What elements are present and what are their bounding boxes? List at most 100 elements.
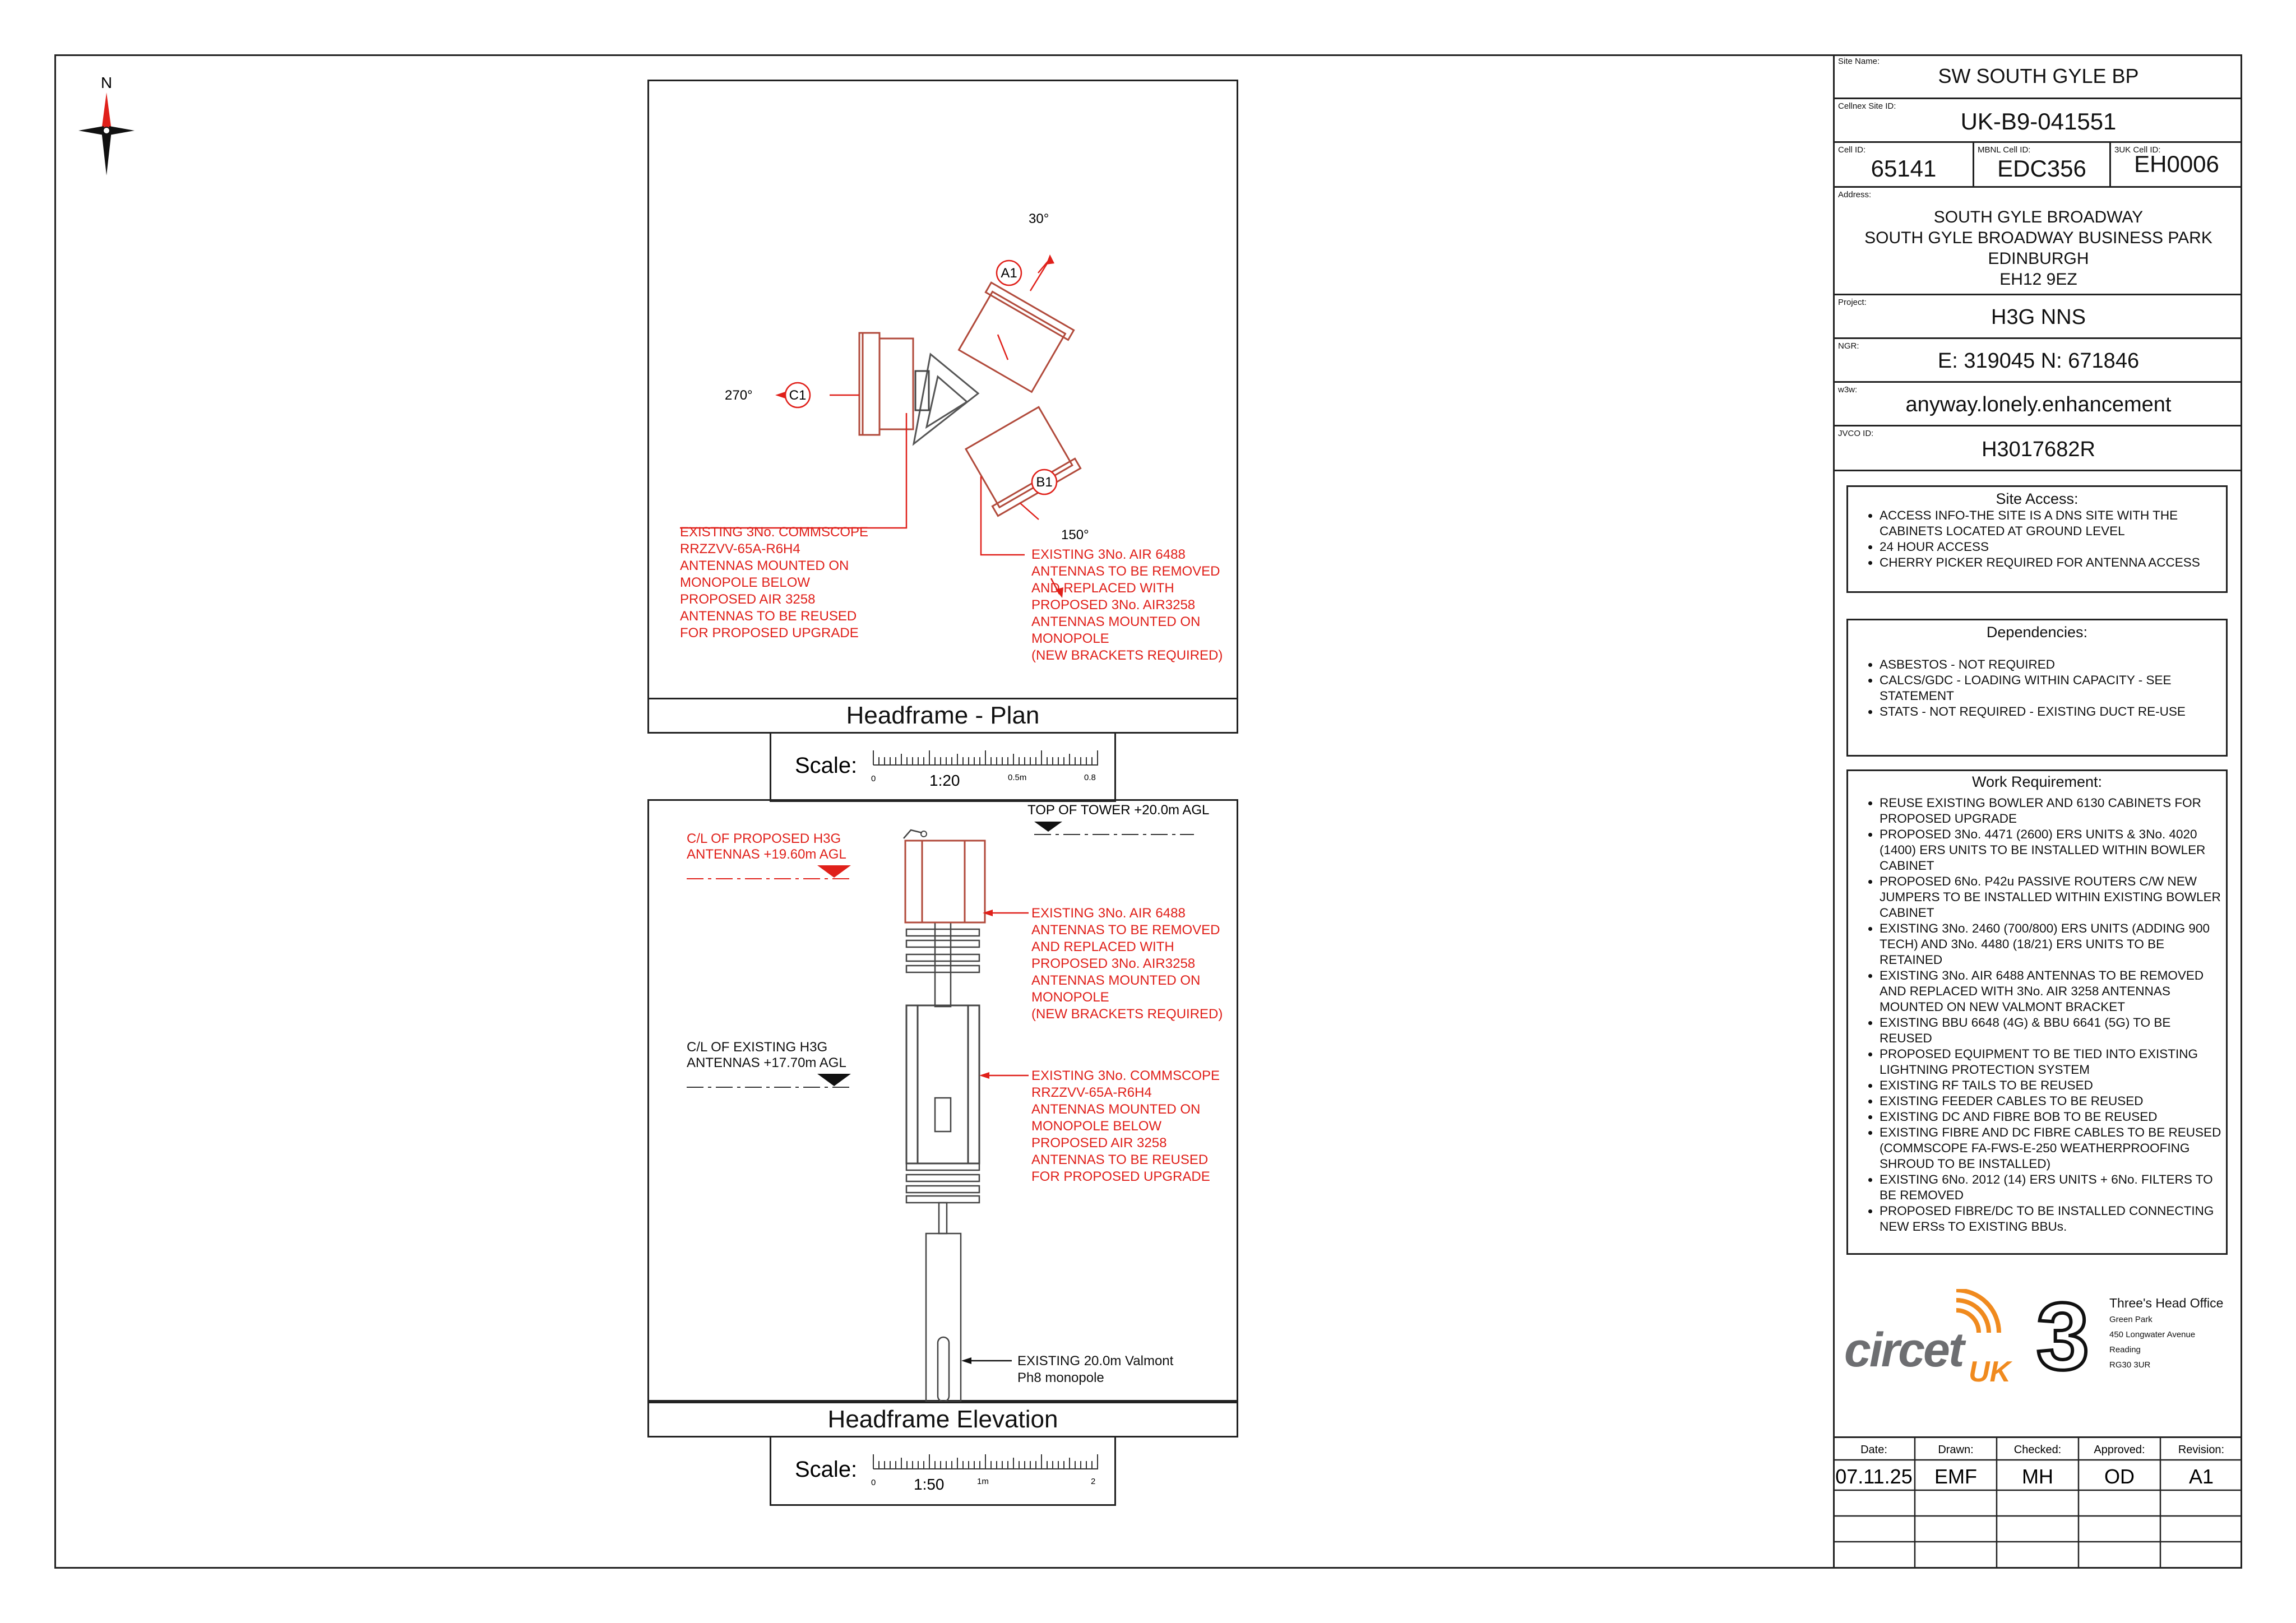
list-item: EXISTING 3No. 2460 (700/800) ERS UNITS (… — [1880, 921, 2226, 968]
svg-text:FOR PROPOSED UPGRADE: FOR PROPOSED UPGRADE — [1031, 1169, 1210, 1184]
rev-revision: A1 — [2189, 1465, 2214, 1488]
head-office-address: Three's Head Office Green Park 450 Longw… — [2109, 1296, 2224, 1370]
list-item: ACCESS INFO-THE SITE IS A DNS SITE WITH … — [1880, 508, 2226, 539]
list-item: CALCS/GDC - LOADING WITHIN CAPACITY - SE… — [1880, 673, 2226, 704]
cell-id-row: Cell ID: 65141 MBNL Cell ID: EDC356 3UK … — [1835, 143, 2242, 188]
bearing-c1: 270° — [725, 388, 753, 403]
list-item: EXISTING 3No. AIR 6488 ANTENNAS TO BE RE… — [1880, 968, 2226, 1015]
list-item: STATS - NOT REQUIRED - EXISTING DUCT RE-… — [1880, 704, 2226, 720]
svg-text:Revision:: Revision: — [2178, 1444, 2224, 1456]
svg-text:Date:: Date: — [1860, 1444, 1887, 1456]
revision-table — [1833, 1436, 2242, 1569]
cell-id: 65141 — [1871, 155, 1937, 182]
site-name: SW SOUTH GYLE BP — [1938, 64, 2139, 87]
jvco-id: H3017682R — [1982, 438, 2095, 461]
bearing-a1: 30° — [1029, 211, 1049, 226]
plan-scale-box — [770, 734, 1116, 802]
list-item: EXISTING FIBRE AND DC FIBRE CABLES TO BE… — [1880, 1125, 2226, 1172]
bearing-b1: 150° — [1061, 527, 1089, 542]
svg-text:RRZZVV-65A-R6H4: RRZZVV-65A-R6H4 — [1031, 1085, 1152, 1100]
address: SOUTH GYLE BROADWAY SOUTH GYLE BROADWAY … — [1864, 208, 2212, 289]
list-item: EXISTING 6No. 2012 (14) ERS UNITS + 6No.… — [1880, 1172, 2226, 1203]
rev-date: 07.11.25 — [1835, 1465, 1912, 1488]
svg-text:ANTENNAS MOUNTED ON: ANTENNAS MOUNTED ON — [680, 558, 849, 573]
ngr-cell: NGR: E: 319045 N: 671846 — [1835, 339, 2242, 383]
project-cell: Project: H3G NNS — [1835, 295, 2242, 339]
work-requirement-title: Work Requirement: — [1971, 773, 2103, 790]
elevation-note-monopole: EXISTING 20.0m Valmont Ph8 monopole — [1017, 1353, 1174, 1385]
drawing-frame — [54, 54, 2242, 1569]
svg-text:ANTENNAS +19.60m AGL: ANTENNAS +19.60m AGL — [687, 847, 846, 862]
svg-text:AND REPLACED WITH: AND REPLACED WITH — [1031, 581, 1174, 596]
dependencies-title: Dependencies: — [1986, 624, 2088, 641]
existing-cl-label: C/L OF EXISTING H3G ANTENNAS +17.70m AGL — [687, 1040, 846, 1070]
elevation-note-commscope: EXISTING 3No. COMMSCOPE RRZZVV-65A-R6H4 … — [1031, 1068, 1220, 1184]
svg-text:MONOPOLE BELOW: MONOPOLE BELOW — [680, 575, 810, 590]
list-item: PROPOSED 6No. P42u PASSIVE ROUTERS C/W N… — [1880, 874, 2226, 921]
rev-checked: MH — [2022, 1465, 2053, 1488]
proposed-cl-label: C/L OF PROPOSED H3G ANTENNAS +19.60m AGL — [687, 831, 846, 862]
sector-label-b1: B1 — [1036, 475, 1052, 490]
elevation-scale-bar: Scale: 0 1m 2 1:50 — [795, 1454, 1098, 1493]
svg-text:ANTENNAS TO BE REUSED: ANTENNAS TO BE REUSED — [1031, 1152, 1208, 1167]
svg-text:Scale:: Scale: — [795, 753, 857, 778]
svg-text:ANTENNAS TO BE REMOVED: ANTENNAS TO BE REMOVED — [1031, 564, 1220, 579]
svg-text:2: 2 — [1091, 1477, 1095, 1486]
cellnex-id-cell: Cellnex Site ID: UK-B9-041551 — [1835, 99, 2242, 143]
revision-grid: Date: Drawn: Checked: Approved: Revision… — [1833, 1436, 2242, 1569]
svg-text:ANTENNAS MOUNTED ON: ANTENNAS MOUNTED ON — [1031, 973, 1200, 988]
svg-text:(NEW BRACKETS REQUIRED): (NEW BRACKETS REQUIRED) — [1031, 648, 1223, 663]
list-item: PROPOSED FIBRE/DC TO BE INSTALLED CONNEC… — [1880, 1203, 2226, 1235]
project: H3G NNS — [1991, 305, 2086, 329]
svg-text:0: 0 — [871, 774, 876, 783]
svg-text:PROPOSED 3No. AIR3258: PROPOSED 3No. AIR3258 — [1031, 597, 1195, 613]
top-of-tower-label: TOP OF TOWER +20.0m AGL — [1027, 803, 1209, 818]
site-access-title: Site Access: — [1996, 490, 2079, 507]
w3w: anyway.lonely.enhancement — [1905, 393, 2172, 416]
rev-approved: OD — [2104, 1465, 2135, 1488]
sector-label-a1: A1 — [1001, 266, 1017, 281]
svg-text:ANTENNAS +17.70m AGL: ANTENNAS +17.70m AGL — [687, 1055, 846, 1070]
svg-text:MONOPOLE BELOW: MONOPOLE BELOW — [1031, 1119, 1161, 1134]
list-item: CHERRY PICKER REQUIRED FOR ANTENNA ACCES… — [1880, 555, 2226, 571]
svg-text:0.5m: 0.5m — [1008, 773, 1026, 782]
elevation-scale-box — [770, 1437, 1116, 1506]
site-access-box: Site Access: ACCESS INFO-THE SITE IS A D… — [1846, 485, 2228, 593]
w3w-cell: w3w: anyway.lonely.enhancement — [1835, 383, 2242, 426]
svg-text:MONOPOLE: MONOPOLE — [1031, 990, 1109, 1005]
svg-text:Checked:: Checked: — [2014, 1444, 2062, 1456]
svg-text:EXISTING 3No. COMMSCOPE: EXISTING 3No. COMMSCOPE — [680, 525, 868, 540]
uk3-cell-id: EH0006 — [2134, 151, 2219, 177]
plan-title: Headframe - Plan — [647, 698, 1238, 734]
work-requirement-list: REUSE EXISTING BOWLER AND 6130 CABINETS … — [1848, 795, 2226, 1235]
elevation-drawing: TOP OF TOWER +20.0m AGL C/L OF PROPOSED … — [687, 803, 1223, 1402]
plan-scale-bar: Scale: 0 0.5m 0.8 1:20 — [795, 750, 1098, 789]
svg-text:FOR PROPOSED UPGRADE: FOR PROPOSED UPGRADE — [680, 625, 859, 641]
svg-text:C/L OF PROPOSED H3G: C/L OF PROPOSED H3G — [687, 831, 841, 846]
circet-logo: circet UK — [1844, 1289, 2029, 1388]
work-requirement-box: Work Requirement: REUSE EXISTING BOWLER … — [1846, 769, 2228, 1255]
svg-text:1:20: 1:20 — [929, 772, 960, 789]
plan-drawing: A1 B1 C1 30° 150° 270° EXISTING 3No. COM… — [680, 211, 1223, 663]
plan-note-left: EXISTING 3No. COMMSCOPE RRZZVV-65A-R6H4 … — [680, 525, 868, 641]
svg-text:1m: 1m — [977, 1477, 989, 1486]
svg-text:Drawn:: Drawn: — [1938, 1444, 1973, 1456]
svg-text:EXISTING 3No. COMMSCOPE: EXISTING 3No. COMMSCOPE — [1031, 1068, 1220, 1083]
svg-text:0: 0 — [871, 1478, 876, 1487]
dependencies-list: ASBESTOS - NOT REQUIRED CALCS/GDC - LOAD… — [1848, 657, 2226, 720]
svg-text:MONOPOLE: MONOPOLE — [1031, 631, 1109, 646]
list-item: EXISTING BBU 6648 (4G) & BBU 6641 (5G) T… — [1880, 1015, 2226, 1046]
north-label: N — [101, 74, 112, 91]
list-item: ASBESTOS - NOT REQUIRED — [1880, 657, 2226, 673]
svg-text:0.8: 0.8 — [1084, 773, 1096, 782]
svg-text:EXISTING 3No. AIR 6488: EXISTING 3No. AIR 6488 — [1031, 547, 1186, 562]
ngr: E: 319045 N: 671846 — [1937, 349, 2140, 373]
plan-note-right: EXISTING 3No. AIR 6488 ANTENNAS TO BE RE… — [1031, 547, 1223, 663]
dependencies-box: Dependencies: ASBESTOS - NOT REQUIRED CA… — [1846, 619, 2228, 757]
svg-text:Scale:: Scale: — [795, 1457, 857, 1482]
list-item: PROPOSED 3No. 4471 (2600) ERS UNITS & 3N… — [1880, 827, 2226, 874]
elevation-note-air: EXISTING 3No. AIR 6488 ANTENNAS TO BE RE… — [1031, 906, 1223, 1022]
svg-text:ANTENNAS MOUNTED ON: ANTENNAS MOUNTED ON — [1031, 614, 1200, 629]
site-access-list: ACCESS INFO-THE SITE IS A DNS SITE WITH … — [1848, 508, 2226, 571]
cellnex-site-id: UK-B9-041551 — [1960, 108, 2117, 135]
